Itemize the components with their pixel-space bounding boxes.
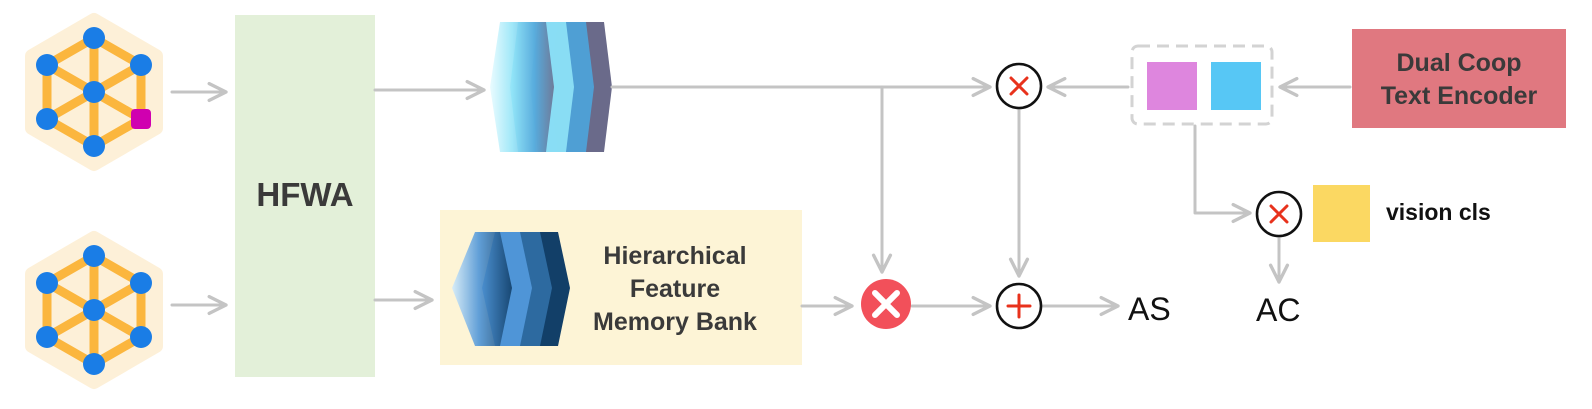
input-graph-top-icon bbox=[25, 13, 163, 171]
text-encoder-label-line-1: Dual Coop bbox=[1396, 49, 1522, 77]
add-operator-icon bbox=[995, 282, 1043, 330]
text-encoder-block bbox=[1352, 29, 1566, 128]
arrow-prompts-to-vision-multiply bbox=[1193, 124, 1252, 224]
prompt-token-pink bbox=[1147, 62, 1197, 110]
output-ac-label: AC bbox=[1256, 292, 1301, 328]
text-encoder-label: Dual Coop Text Encoder bbox=[1352, 47, 1566, 113]
prompt-tokens-box bbox=[1130, 44, 1274, 126]
hfwa-label: HFWA bbox=[256, 176, 354, 213]
memory-bank-label-line-1: Hierarchical bbox=[603, 242, 747, 270]
input-graph-bottom-icon bbox=[25, 231, 163, 389]
multiply-operator-top-icon bbox=[995, 62, 1043, 110]
vision-cls-label: vision cls bbox=[1386, 199, 1491, 225]
filled-multiply-operator-icon bbox=[861, 279, 911, 329]
hfwa-block bbox=[235, 15, 375, 377]
vision-cls-square bbox=[1313, 185, 1370, 242]
memory-bank-label-line-2: Feature bbox=[629, 275, 721, 303]
feature-stack-bottom-icon bbox=[452, 232, 570, 346]
prompt-token-blue bbox=[1211, 62, 1261, 110]
memory-bank-label: Hierarchical Feature Memory Bank bbox=[572, 240, 778, 339]
memory-bank-label-line-3: Memory Bank bbox=[593, 308, 757, 336]
feature-stack-top-icon bbox=[490, 22, 612, 152]
output-as-label: AS bbox=[1128, 291, 1171, 327]
text-encoder-label-line-2: Text Encoder bbox=[1380, 82, 1538, 110]
multiply-operator-vision-icon bbox=[1255, 190, 1303, 238]
